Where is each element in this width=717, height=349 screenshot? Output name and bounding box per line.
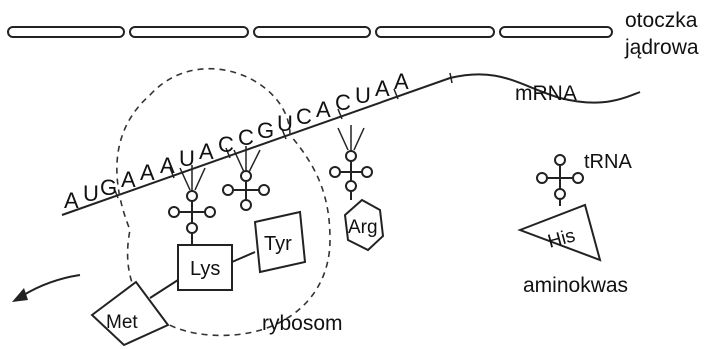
base: A	[375, 76, 390, 101]
base: U	[83, 181, 99, 206]
trna-his	[537, 155, 583, 206]
base: A	[121, 167, 136, 192]
mrna-label: mRNA	[515, 82, 577, 105]
base: C	[218, 132, 234, 157]
base: A	[64, 188, 79, 213]
base: C	[296, 104, 312, 129]
base: A	[140, 160, 155, 185]
nuclear-envelope	[8, 27, 612, 37]
amino-acid-label: aminokwas	[523, 274, 628, 297]
envelope-label-line2: jądrowa	[624, 36, 699, 59]
exit-arrow	[22, 275, 80, 296]
base: A	[160, 153, 175, 178]
trna-lys	[169, 165, 215, 245]
envelope-segment	[376, 27, 494, 37]
envelope-segment	[130, 27, 248, 37]
base: G	[100, 175, 117, 200]
amino-acid-lys-label: Lys	[190, 258, 220, 280]
peptide-bond-met-lys	[150, 280, 178, 298]
trna-arg	[330, 125, 372, 200]
base: G	[257, 118, 274, 143]
envelope-label-line1: otoczka	[625, 9, 698, 32]
trna-label: tRNA	[584, 151, 632, 173]
base: A	[199, 139, 214, 164]
amino-acid-tyr-label: Tyr	[264, 233, 292, 255]
amino-acid-arg-label: Arg	[348, 217, 378, 238]
envelope-segment	[500, 27, 612, 37]
base: A	[394, 69, 409, 94]
ribosome-label: rybosom	[262, 312, 343, 335]
amino-acid-met-label: Met	[106, 312, 138, 333]
base: U	[355, 83, 371, 108]
envelope-segment	[8, 27, 124, 37]
mrna-bases: A U G A A A U A C C G U C A C U A A	[64, 69, 409, 213]
envelope-segment	[254, 27, 370, 37]
base: C	[335, 90, 351, 115]
base: A	[316, 97, 331, 122]
arrow-head-icon	[12, 288, 28, 302]
peptide-bond-lys-tyr	[232, 252, 255, 262]
